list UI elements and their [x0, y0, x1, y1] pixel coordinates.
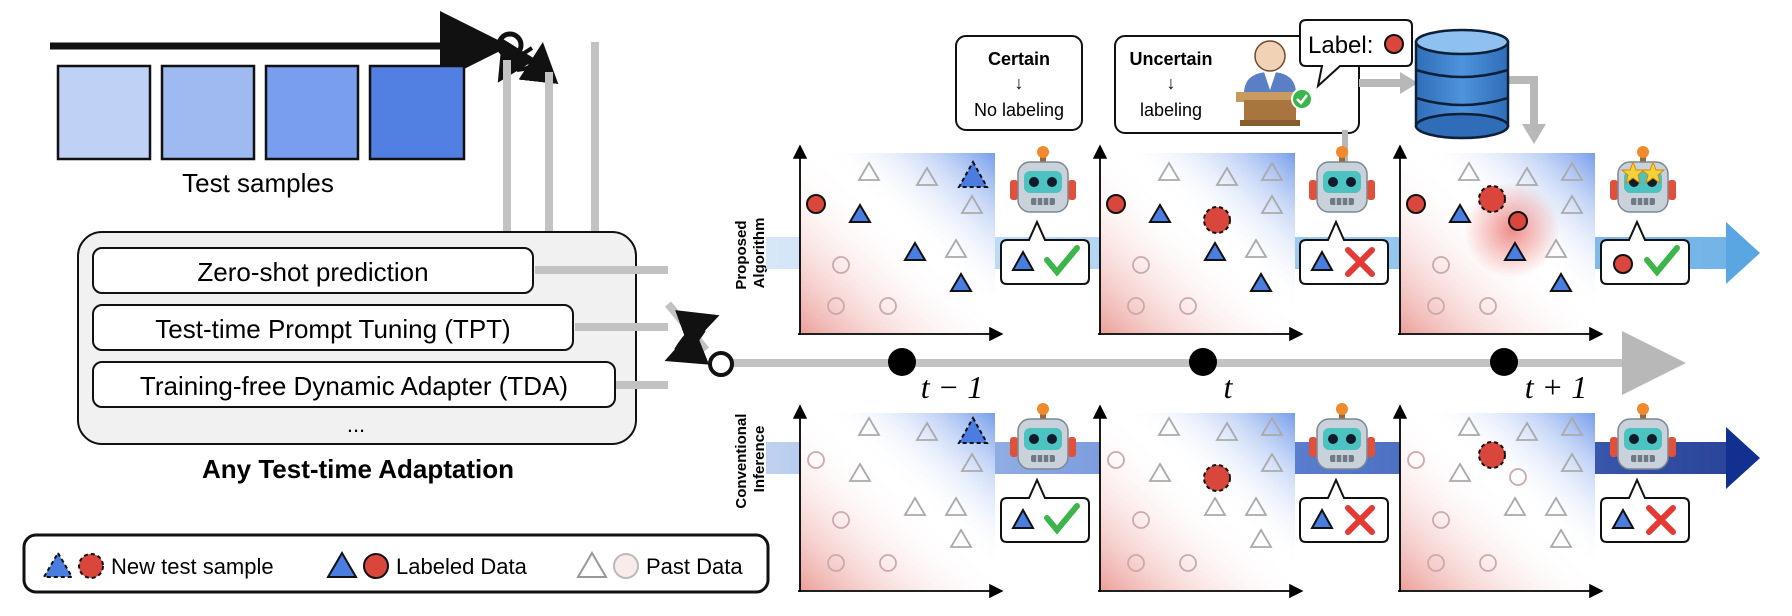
legend-new-label: New test sample [111, 554, 274, 579]
tta-method-tpt-label: Test-time Prompt Tuning (TPT) [155, 314, 510, 344]
robot-icon [1308, 145, 1376, 213]
timeline-node-t [1189, 348, 1217, 376]
prediction-bubble [1299, 479, 1389, 543]
tta-method-tpt [92, 304, 574, 351]
panel-conventional-t-plus-1 [1392, 404, 1604, 599]
prediction-bubble [1000, 221, 1090, 285]
tta-method-zero-shot [92, 247, 534, 294]
legend-new-triangle [42, 551, 74, 578]
row-label-proposed: Proposed Algorithm [733, 216, 768, 289]
tta-method-zero-shot-label: Zero-shot prediction [197, 257, 428, 287]
legend-new-circle [78, 553, 104, 579]
uncertain-text: labeling [1140, 100, 1202, 120]
legend-past-label: Past Data [646, 554, 743, 579]
certain-text: No labeling [974, 100, 1064, 120]
timeline-node-t-minus-1 [888, 348, 916, 376]
conventional-flow-arrowhead [1726, 427, 1760, 489]
timeline-label-t: t [1224, 369, 1234, 405]
legend-past-triangle [576, 551, 608, 578]
test-sample-2 [160, 64, 256, 161]
uncertain-arrow: ↓ [1167, 73, 1176, 93]
tta-method-tda [92, 361, 616, 408]
cross-icon [1345, 505, 1375, 535]
prediction-bubble [1299, 221, 1389, 285]
robot-icon [1308, 402, 1376, 470]
panel-proposed-t-plus-1 [1392, 144, 1604, 342]
tta-method-tda-label: Training-free Dynamic Adapter (TDA) [140, 371, 568, 401]
timeline-origin [708, 351, 734, 377]
certain-arrow: ↓ [1015, 73, 1024, 93]
legend-labeled-circle [363, 553, 389, 579]
certain-title: Certain [988, 49, 1050, 69]
test-samples-label: Test samples [182, 168, 334, 198]
legend-past-circle [613, 553, 639, 579]
prediction-bubble [1600, 221, 1690, 285]
certain-box [955, 35, 1083, 131]
timeline-label-t-plus-1: t + 1 [1525, 369, 1587, 405]
uncertain-title: Uncertain [1129, 49, 1212, 69]
legend-labeled-label: Labeled Data [396, 554, 528, 579]
proposed-flow-arrowhead [1726, 222, 1760, 284]
oracle-label-text: Label: [1308, 32, 1373, 59]
test-sample-4 [368, 64, 466, 161]
legend-labeled-triangle [326, 551, 358, 578]
panel-conventional-t-minus-1 [792, 404, 1004, 599]
check-icon [1644, 245, 1680, 277]
oracle-label-bubble [1299, 19, 1413, 89]
robot-icon [1009, 145, 1077, 213]
stream-node [496, 31, 524, 59]
prediction-bubble [1600, 479, 1690, 543]
robot-icon [1009, 402, 1077, 470]
test-sample-3 [264, 64, 360, 161]
check-icon [1044, 245, 1080, 277]
cross-icon [1345, 247, 1375, 277]
row-label-conventional: Conventional Inference [733, 409, 768, 508]
panel-proposed-t [1092, 144, 1304, 342]
panel-conventional-t [1092, 404, 1304, 599]
cross-icon [1646, 505, 1676, 535]
oracle-person-icon [1236, 40, 1313, 126]
timeline-node-t-plus-1 [1490, 348, 1518, 376]
robot-star-icon [1609, 145, 1677, 213]
tta-caption: Any Test-time Adaptation [202, 454, 514, 484]
panel-proposed-t-minus-1 [792, 144, 1004, 342]
timeline-label-t-minus-1: t − 1 [921, 369, 983, 405]
test-sample-1 [56, 64, 152, 161]
tta-ellipsis: ... [347, 412, 365, 437]
prediction-bubble [1000, 479, 1090, 543]
database-icon [1414, 28, 1510, 140]
check-icon [1044, 503, 1080, 535]
robot-icon [1609, 402, 1677, 470]
oracle-label-red-dot [1384, 34, 1404, 54]
